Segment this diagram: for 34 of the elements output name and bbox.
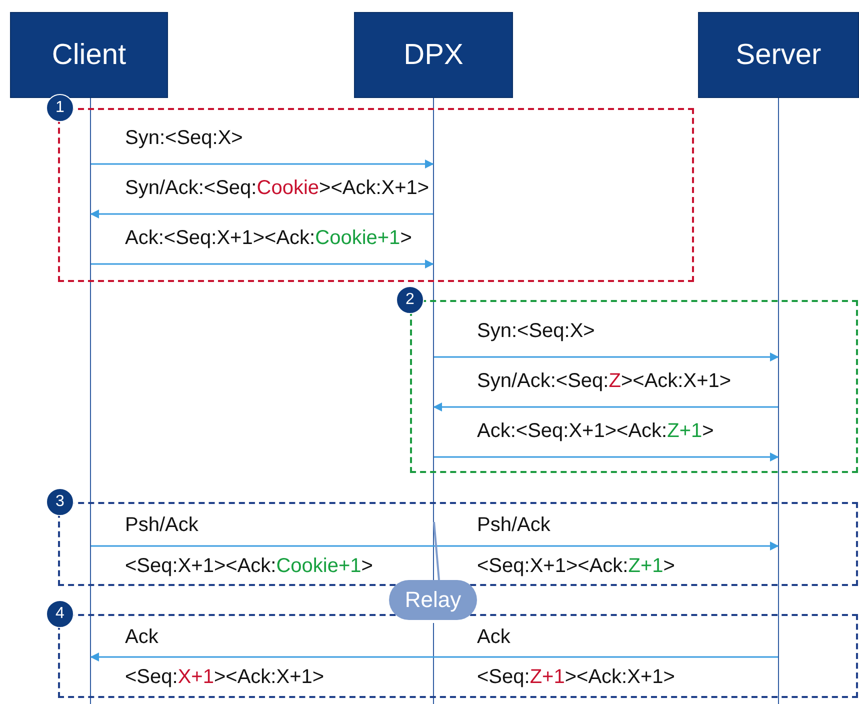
step-number-badge: 3 (46, 488, 74, 516)
message-label: Syn/Ack:<Seq:Cookie><Ack:X+1> (125, 176, 430, 200)
message-label: Syn:<Seq:X> (125, 126, 243, 150)
message-label: <Seq:X+1><Ack:Z+1> (477, 554, 675, 578)
message-label: <Seq:X+1><Ack:Cookie+1> (125, 554, 373, 578)
message-arrow (91, 260, 434, 268)
message-arrow (434, 452, 779, 462)
lifeline (433, 98, 434, 580)
message-label: <Seq:X+1><Ack:X+1> (125, 665, 324, 689)
step-number-badge: 1 (46, 94, 74, 122)
step-number-badge: 4 (46, 600, 74, 628)
message-label: Ack:<Seq:X+1><Ack:Cookie+1> (125, 226, 412, 250)
message-label: Psh/Ack (477, 513, 550, 537)
relay-bubble: Relay (389, 580, 477, 620)
message-label: Syn/Ack:<Seq:Z><Ack:X+1> (477, 369, 732, 393)
lifeline (90, 98, 91, 704)
message-arrow (433, 402, 778, 412)
message-arrow (90, 652, 778, 662)
message-arrow (90, 210, 433, 218)
leader-line (433, 522, 440, 580)
message-label: Ack (477, 625, 510, 649)
participant-box: Server (698, 12, 859, 98)
message-arrow (91, 542, 779, 550)
lifeline (778, 98, 779, 704)
participant-box: DPX (354, 12, 513, 98)
message-label: Ack:<Seq:X+1><Ack:Z+1> (477, 419, 714, 443)
message-arrow (91, 160, 434, 168)
message-label: Psh/Ack (125, 513, 198, 537)
message-label: <Seq:Z+1><Ack:X+1> (477, 665, 675, 689)
step-number-badge: 2 (396, 286, 424, 314)
message-label: Ack (125, 625, 158, 649)
participant-box: Client (10, 12, 168, 98)
message-label: Syn:<Seq:X> (477, 319, 595, 343)
message-arrow (434, 352, 779, 362)
